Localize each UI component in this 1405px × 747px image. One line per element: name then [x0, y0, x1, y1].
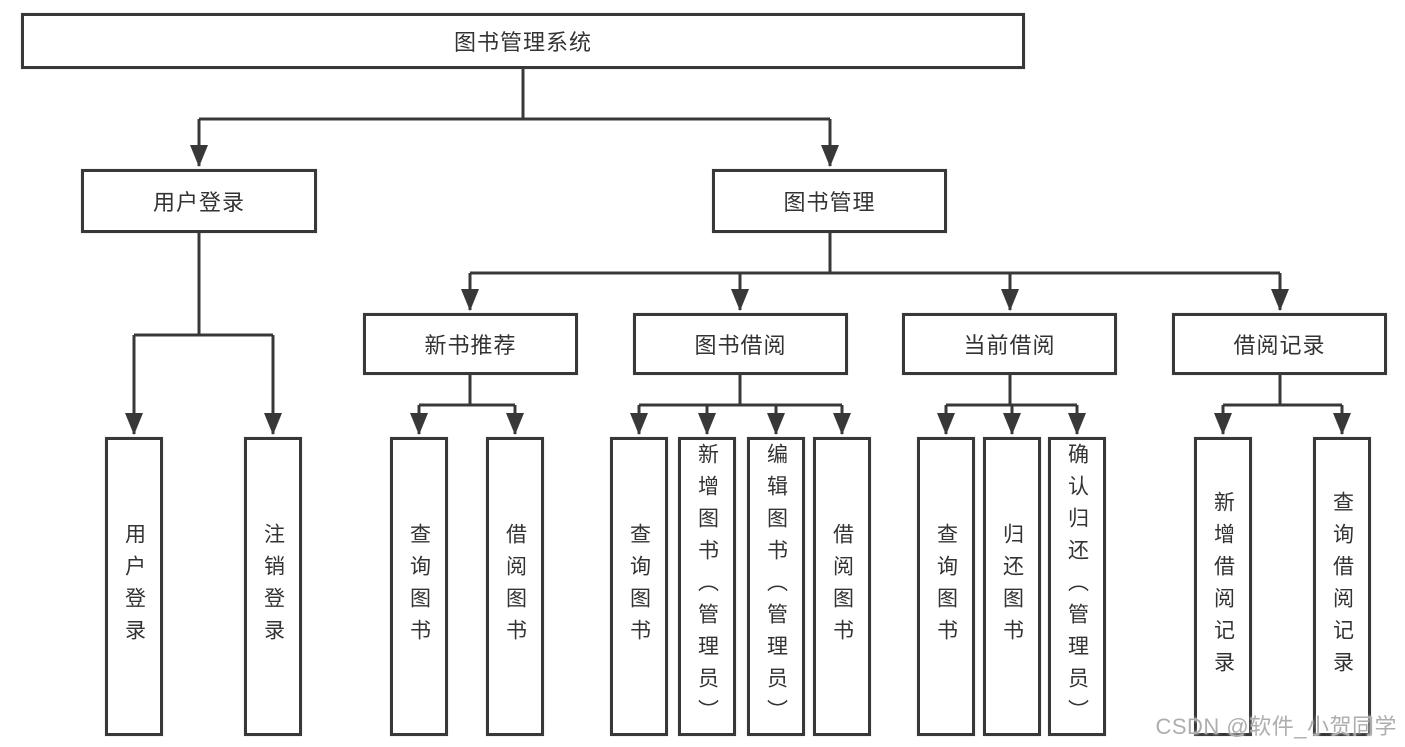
- node-book-management: 图书管理: [712, 169, 947, 233]
- leaf-query-books-recommend: 查询图书: [390, 437, 448, 736]
- leaf-borrow-books: 借阅图书: [813, 437, 871, 736]
- leaf-user-login: 用户登录: [105, 437, 163, 736]
- leaf-add-borrow-record: 新增借阅记录: [1194, 437, 1252, 736]
- leaf-edit-books-admin: 编辑图书（管理员）: [747, 437, 805, 736]
- leaf-return-books: 归还图书: [983, 437, 1041, 736]
- node-user-login: 用户登录: [81, 169, 317, 233]
- node-root-system: 图书管理系统: [21, 13, 1025, 69]
- node-new-book-recommend: 新书推荐: [363, 313, 578, 375]
- csdn-watermark: CSDN @软件_小贺同学: [1155, 714, 1397, 739]
- node-current-borrowing: 当前借阅: [902, 313, 1117, 375]
- node-borrow-records: 借阅记录: [1172, 313, 1387, 375]
- leaf-query-books-current: 查询图书: [917, 437, 975, 736]
- leaf-query-borrow-record: 查询借阅记录: [1313, 437, 1371, 736]
- leaf-confirm-return-admin: 确认归还（管理员）: [1048, 437, 1106, 736]
- leaf-logout: 注销登录: [244, 437, 302, 736]
- node-book-borrowing: 图书借阅: [633, 313, 848, 375]
- leaf-add-books-admin: 新增图书（管理员）: [678, 437, 736, 736]
- leaf-borrow-books-recommend: 借阅图书: [486, 437, 544, 736]
- leaf-query-books-borrow: 查询图书: [610, 437, 668, 736]
